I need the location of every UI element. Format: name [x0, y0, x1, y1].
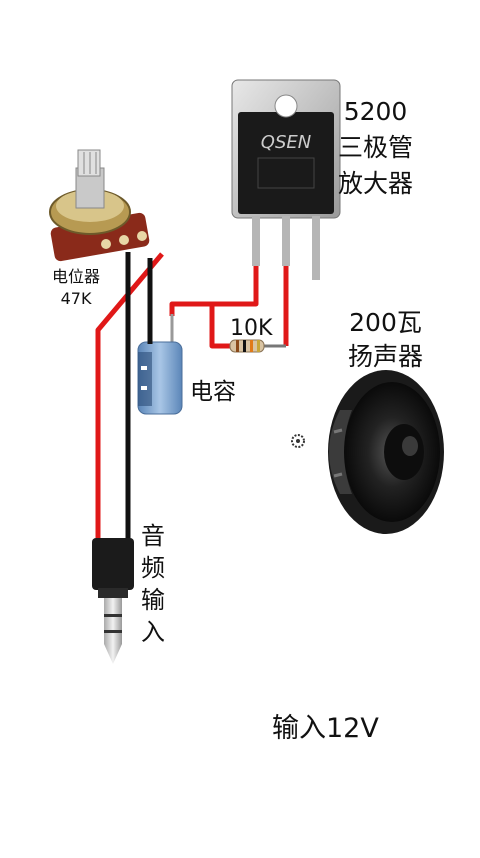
- potentiometer-label-line-1: 电位器: [52, 267, 101, 286]
- audio-input-char-4: 入: [141, 618, 165, 646]
- transistor-label-line-1: 5200: [343, 97, 408, 126]
- power-input-label: 输入12V: [272, 713, 379, 744]
- transistor-label: 5200 三极管 放大器: [338, 94, 413, 202]
- potentiometer-label-line-2: 47K: [60, 289, 92, 308]
- speaker-label-line-2: 扬声器: [348, 342, 424, 371]
- audio-wires: [95, 252, 164, 545]
- transistor: QSEN: [231, 79, 341, 280]
- transistor-marking: QSEN: [261, 132, 311, 153]
- audio-input-label: 音 频 输 入: [138, 520, 168, 648]
- audio-input-char-3: 输: [141, 586, 165, 614]
- capacitor: [137, 314, 183, 415]
- audio-input-char-2: 频: [141, 554, 165, 582]
- transistor-label-line-3: 放大器: [338, 169, 414, 198]
- speaker: [328, 370, 444, 534]
- capacitor-label: 电容: [190, 379, 236, 405]
- audio-jack: [92, 538, 134, 664]
- transistor-wires: [169, 266, 289, 349]
- transistor-label-line-2: 三极管: [338, 133, 414, 162]
- audio-input-char-1: 音: [141, 522, 165, 550]
- resistor-label: 10K: [230, 316, 273, 341]
- speaker-label-line-1: 200瓦: [349, 308, 422, 337]
- speaker-label: 200瓦 扬声器: [348, 306, 423, 374]
- potentiometer-label: 电位器 47K: [52, 266, 100, 310]
- resistor: [229, 339, 265, 353]
- gear-icon: [291, 434, 305, 448]
- potentiometer: [49, 149, 150, 262]
